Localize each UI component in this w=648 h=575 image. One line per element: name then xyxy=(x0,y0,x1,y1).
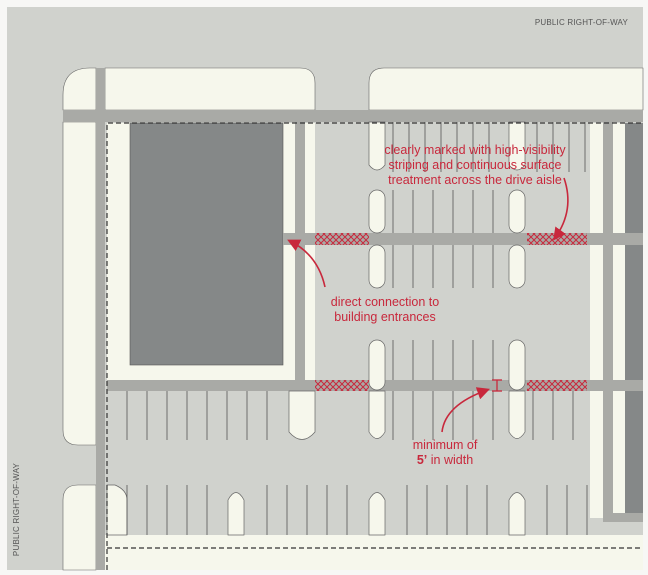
crosswalk-annotation: clearly marked with high-visibility stri… xyxy=(355,143,595,188)
property-line xyxy=(106,122,643,570)
landscape-strip-top-right xyxy=(368,67,644,111)
width-dimension-icon xyxy=(492,379,502,392)
annotation-line: building entrances xyxy=(334,310,436,324)
landscape-buffer xyxy=(305,123,315,380)
annotation-line: clearly marked with high-visibility xyxy=(384,143,566,157)
annotation-line: 5’ in width xyxy=(390,453,500,468)
annotation-line: striping and continuous surface xyxy=(388,158,562,172)
walkway-right xyxy=(603,122,613,522)
connection-annotation: direct connection to building entrances xyxy=(315,295,455,325)
landscape-corner xyxy=(62,67,97,111)
landscape-strip-left-upper xyxy=(62,121,97,446)
annotation-line: treatment across the drive aisle xyxy=(388,173,562,187)
right-building xyxy=(625,123,643,513)
arrow-to-building-entrance-icon xyxy=(287,239,326,288)
walkway-right-bottom xyxy=(603,513,643,522)
landscape-strip-top-left xyxy=(104,67,316,111)
row-label-left: PUBLIC RIGHT-OF-WAY xyxy=(12,462,22,557)
annotation-line: direct connection to xyxy=(330,295,440,309)
parking-islands xyxy=(106,121,526,536)
crosswalk xyxy=(527,380,587,391)
width-value: 5’ xyxy=(416,453,428,467)
landscape-strip-bottom xyxy=(105,535,643,570)
parking-stall-lines xyxy=(126,122,588,535)
building xyxy=(129,122,284,366)
annotation-line: minimum of xyxy=(412,438,478,452)
walkway-left xyxy=(96,68,105,570)
landscape-strip-left-lower xyxy=(62,484,97,571)
width-suffix: in width xyxy=(430,453,474,467)
crosswalk xyxy=(315,380,369,391)
row-label-top: PUBLIC RIGHT-OF-WAY xyxy=(534,18,628,27)
walkway-building-side xyxy=(295,122,305,390)
width-annotation: minimum of 5’ in width xyxy=(390,438,500,468)
arrow-to-width-icon xyxy=(441,387,491,433)
walkway-top xyxy=(63,110,643,122)
crosswalk xyxy=(315,233,369,245)
arrow-to-crosswalk-icon xyxy=(553,177,569,241)
